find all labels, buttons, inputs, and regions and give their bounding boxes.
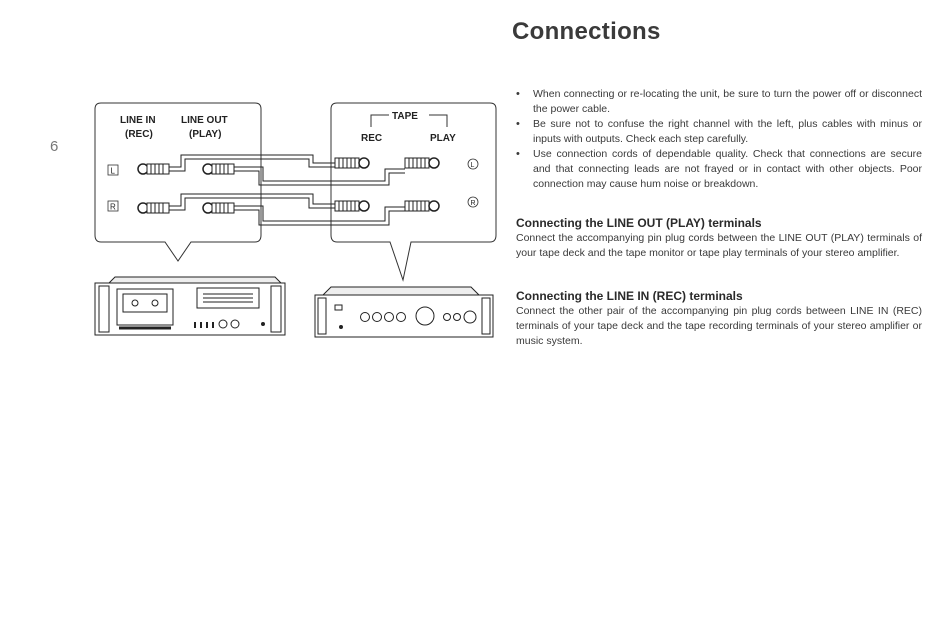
amp-channel-left: L xyxy=(471,162,475,169)
amp-rec-right-plug xyxy=(334,200,370,212)
amp-play-left-plug xyxy=(404,157,440,169)
amp-play-right-plug xyxy=(404,200,440,212)
deck-line-in-left-plug xyxy=(137,163,170,175)
line-out-label: LINE OUT xyxy=(181,115,228,126)
deck-callout: LINE IN (REC) LINE OUT (PLAY) L R xyxy=(94,102,262,262)
line-out-section: Connecting the LINE OUT (PLAY) terminals… xyxy=(516,216,922,261)
line-out-sub-label: (PLAY) xyxy=(189,129,221,140)
line-in-section: Connecting the LINE IN (REC) terminals C… xyxy=(516,289,922,349)
connection-diagram: LINE IN (REC) LINE OUT (PLAY) L R xyxy=(94,102,497,338)
deck-line-out-right-plug xyxy=(202,202,235,214)
amp-rec-left-plug xyxy=(334,157,370,169)
play-label: PLAY xyxy=(430,133,456,144)
list-item: When connecting or re-locating the unit,… xyxy=(516,87,922,117)
section-heading: Connecting the LINE OUT (PLAY) terminals xyxy=(516,216,762,230)
tape-deck-illustration xyxy=(94,276,286,336)
section-body: Connect the other pair of the accompanyi… xyxy=(516,305,922,347)
section-body: Connect the accompanying pin plug cords … xyxy=(516,232,922,259)
amplifier-illustration xyxy=(314,286,494,338)
list-item: Be sure not to confuse the right channel… xyxy=(516,117,922,147)
list-item: Use connection cords of dependable quali… xyxy=(516,147,922,192)
deck-line-in-right-plug xyxy=(137,202,170,214)
rec-label: REC xyxy=(361,133,382,144)
connection-cables xyxy=(169,154,405,226)
deck-channel-left: L xyxy=(111,167,116,176)
amp-callout: TAPE REC PLAY L R xyxy=(330,102,497,282)
tape-label: TAPE xyxy=(392,111,418,122)
deck-channel-right: R xyxy=(110,203,116,212)
line-in-label: LINE IN xyxy=(120,115,156,126)
deck-line-out-left-plug xyxy=(202,163,235,175)
section-heading: Connecting the LINE IN (REC) terminals xyxy=(516,289,743,303)
line-in-sub-label: (REC) xyxy=(125,129,153,140)
amp-channel-right: R xyxy=(471,200,476,207)
page-number: 6 xyxy=(50,138,59,155)
precautions-list: When connecting or re-locating the unit,… xyxy=(516,87,922,192)
page-title: Connections xyxy=(512,18,661,45)
